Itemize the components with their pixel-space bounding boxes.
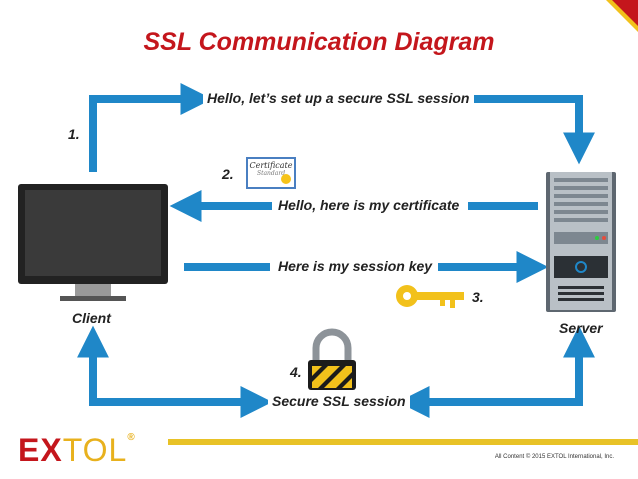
logo-main-text: EX	[18, 432, 63, 468]
key-icon	[396, 285, 464, 308]
logo-accent-text: TOL	[62, 432, 128, 468]
extol-logo: EXTOL®	[18, 432, 136, 469]
monitor-icon	[18, 184, 168, 301]
step1-label: Hello, let’s set up a secure SSL session	[203, 90, 474, 106]
client-label: Client	[72, 310, 111, 326]
step4-arrow-left	[77, 325, 264, 406]
certificate-icon: Certificate Standard	[246, 157, 296, 189]
step2-number: 2.	[222, 166, 234, 182]
certificate-subtitle: Standard	[256, 170, 286, 177]
step3-label: Here is my session key	[274, 258, 437, 274]
step4-number: 4.	[290, 364, 302, 380]
copyright-text: All Content © 2015 EXTOL International, …	[494, 454, 614, 460]
step1-arrow-return	[467, 95, 595, 165]
padlock-icon	[308, 328, 356, 390]
step1-number: 1.	[68, 126, 80, 142]
step4-label: Secure SSL session	[268, 393, 410, 409]
step1-arrow	[89, 83, 213, 172]
server-icon	[546, 172, 616, 312]
step4-arrow-right	[410, 325, 595, 406]
certificate-seal-icon	[281, 174, 291, 184]
step2-label: Hello, here is my certificate	[274, 197, 464, 213]
certificate-title: Certificate	[249, 161, 293, 170]
diagram-title: SSL Communication Diagram	[143, 28, 495, 56]
footer-divider	[168, 439, 638, 445]
step3-number: 3.	[472, 289, 484, 305]
corner-decoration	[606, 0, 638, 32]
logo-registered-mark: ®	[127, 432, 136, 443]
server-label: Server	[559, 320, 603, 336]
